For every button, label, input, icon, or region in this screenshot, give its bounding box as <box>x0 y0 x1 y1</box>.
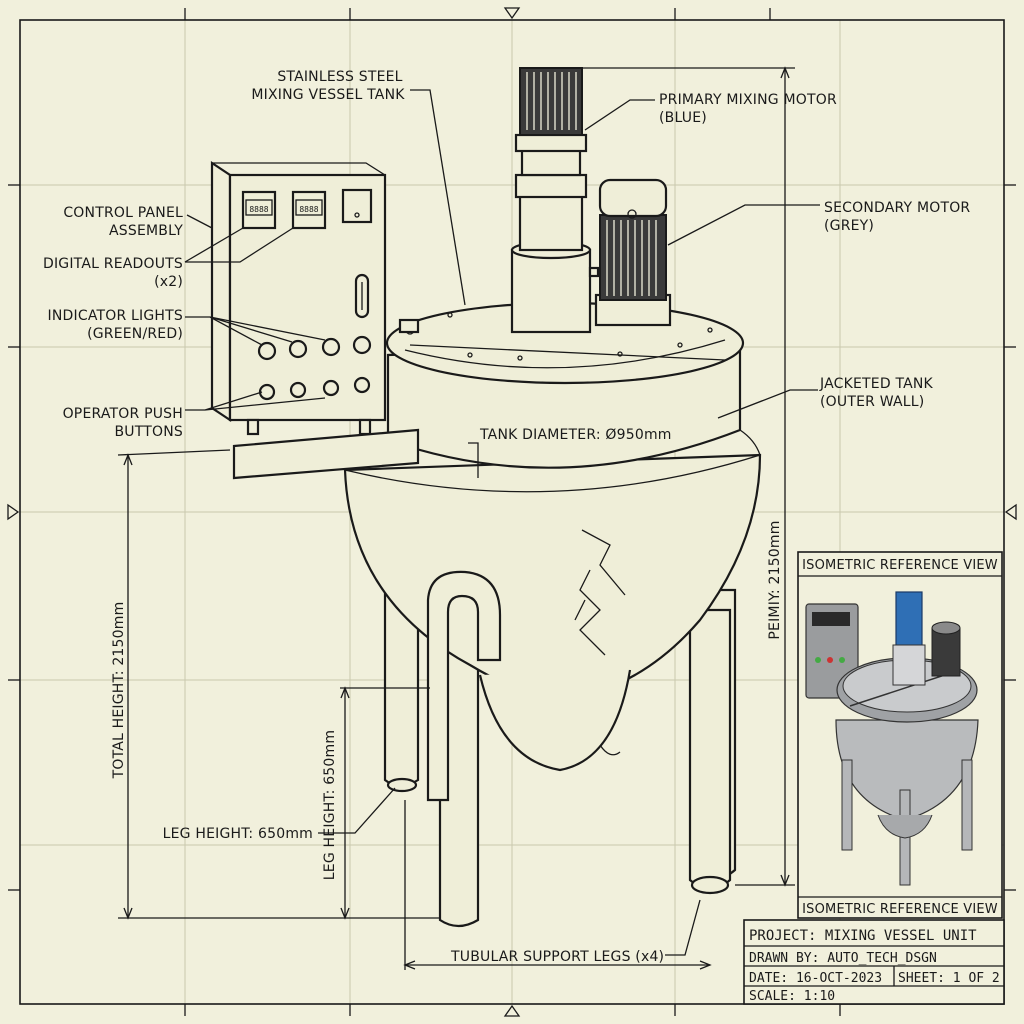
control-panel-assembly: 8888 8888 <box>210 160 420 480</box>
label-secondary-motor-1: SECONDARY MOTOR <box>824 200 970 216</box>
digital-readout-1: 8888 <box>249 205 268 214</box>
digital-readout-2: 8888 <box>299 205 318 214</box>
label-support-legs: TUBULAR SUPPORT LEGS (x4) <box>450 949 664 965</box>
label-jacketed-tank-1: JACKETED TANK <box>819 376 934 392</box>
title-drawn-by: DRAWN BY: AUTO_TECH_DSGN <box>749 951 937 966</box>
label-push-buttons-2: BUTTONS <box>115 424 184 440</box>
label-stainless-tank-2: MIXING VESSEL TANK <box>251 87 405 103</box>
label-digital-readouts-2: (x2) <box>154 274 183 290</box>
label-control-panel-1: CONTROL PANEL <box>63 205 183 221</box>
title-date: DATE: 16-OCT-2023 <box>749 971 882 986</box>
title-project: PROJECT: MIXING VESSEL UNIT <box>749 928 977 944</box>
title-sheet: SHEET: 1 OF 2 <box>898 971 1000 986</box>
label-push-buttons-1: OPERATOR PUSH <box>63 406 183 422</box>
dimension-lines <box>117 66 795 970</box>
primary-mixing-motor <box>510 67 600 334</box>
inset-title-bottom: ISOMETRIC REFERENCE VIEW <box>802 902 998 917</box>
label-secondary-motor-2: (GREY) <box>824 218 874 234</box>
label-total-height-right: PEIMIY: 2150mm <box>767 520 783 639</box>
label-leg-height-vertical: LEG HEIGHT: 650mm <box>322 730 338 880</box>
isometric-reference-inset: ISOMETRIC REFERENCE VIEW ISOMETRIC REFER… <box>797 551 1003 919</box>
callout-labels: STAINLESS STEEL MIXING VESSEL TANK PRIMA… <box>43 69 970 965</box>
label-primary-motor-2: (BLUE) <box>659 110 707 126</box>
sheet-border <box>7 7 1017 1017</box>
inset-title-top: ISOMETRIC REFERENCE VIEW <box>802 558 998 573</box>
secondary-motor <box>594 178 672 327</box>
label-digital-readouts-1: DIGITAL READOUTS <box>43 256 183 272</box>
title-block: PROJECT: MIXING VESSEL UNIT DRAWN BY: AU… <box>743 919 1005 1005</box>
label-leg-height-horizontal: LEG HEIGHT: 650mm <box>163 826 313 842</box>
leader-lines <box>184 89 820 478</box>
label-total-height-left: TOTAL HEIGHT: 2150mm <box>111 602 127 780</box>
label-indicator-lights-2: (GREEN/RED) <box>87 326 183 342</box>
label-stainless-tank-1: STAINLESS STEEL <box>277 69 402 85</box>
label-control-panel-2: ASSEMBLY <box>109 223 183 239</box>
label-primary-motor-1: PRIMARY MIXING MOTOR <box>659 92 837 108</box>
label-indicator-lights-1: INDICATOR LIGHTS <box>48 308 183 324</box>
label-tank-diameter: TANK DIAMETER: Ø950mm <box>479 427 672 443</box>
label-jacketed-tank-2: (OUTER WALL) <box>820 394 924 410</box>
title-scale: SCALE: 1:10 <box>749 989 835 1004</box>
